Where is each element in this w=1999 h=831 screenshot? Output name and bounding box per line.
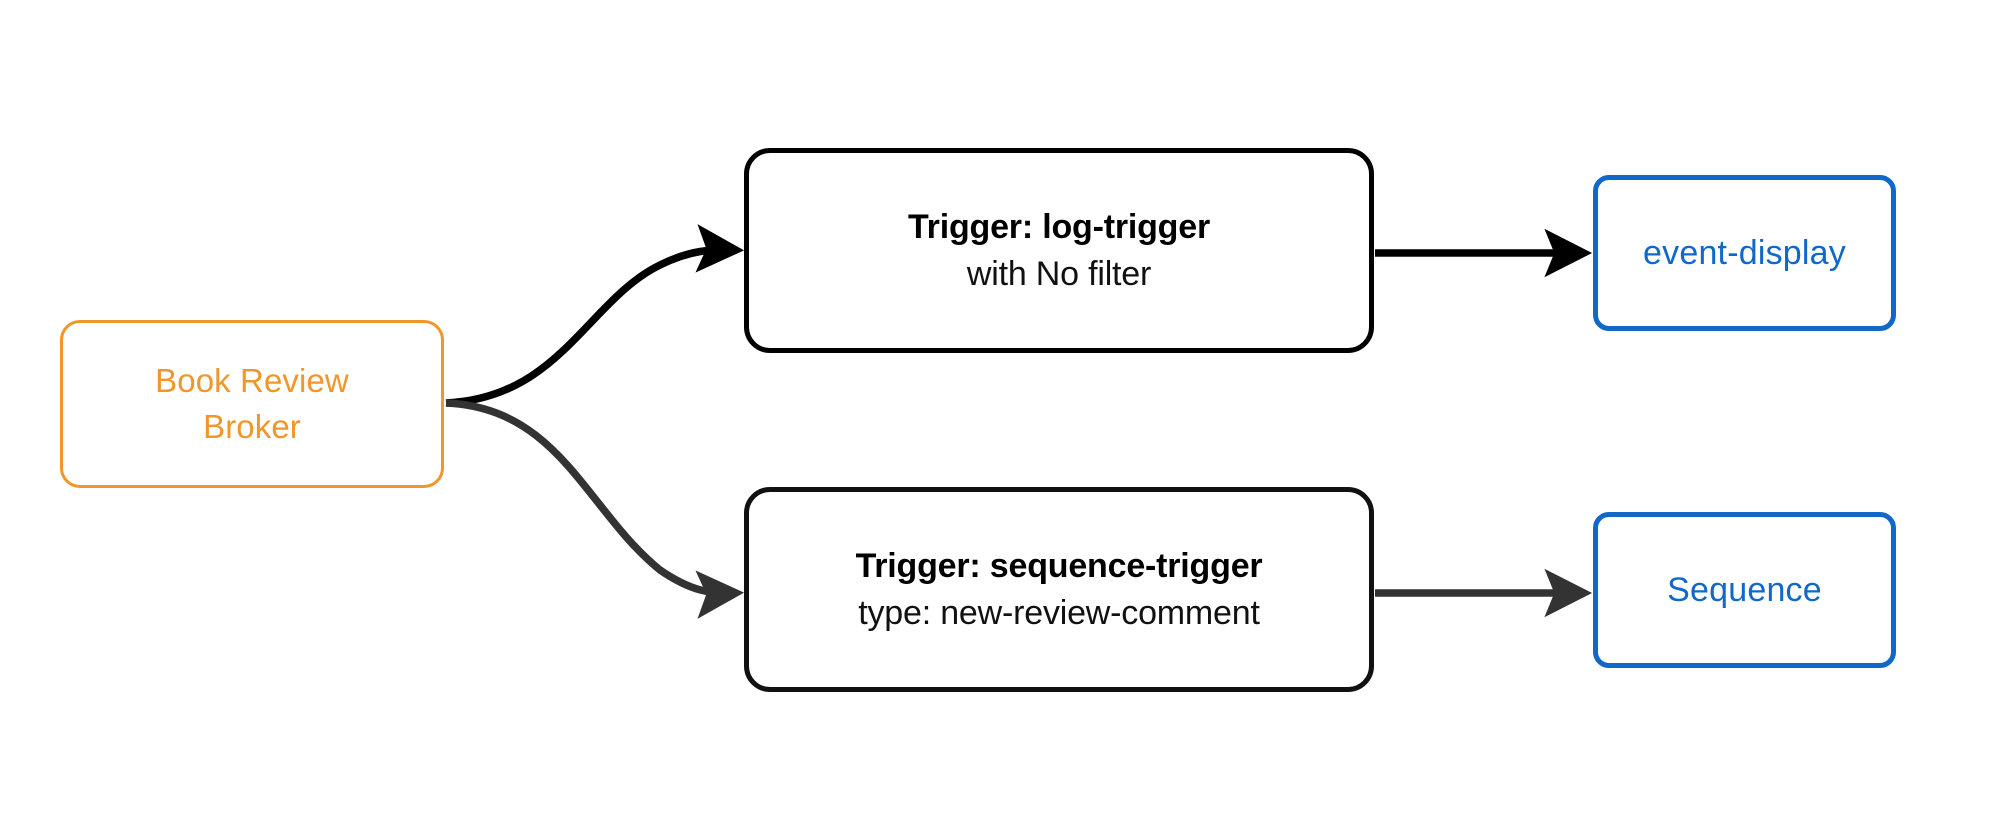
trigger-log-title: Trigger: log-trigger [907,207,1210,246]
edge-broker-to-log-trigger [445,224,745,407]
trigger-sequence-title: Trigger: sequence-trigger [855,546,1263,585]
node-trigger-sequence-trigger[interactable]: Trigger: sequence-trigger type: new-revi… [744,487,1374,692]
edge-broker-to-sequence-trigger [445,399,745,619]
node-sink-event-display[interactable]: event-display [1593,175,1896,331]
node-sink-sequence[interactable]: Sequence [1593,512,1896,668]
broker-label-line2: Broker [203,408,301,445]
trigger-sequence-subtitle: type: new-review-comment [858,593,1260,632]
sink-sequence-label: Sequence [1667,571,1822,609]
broker-label-line1: Book Review [155,362,349,399]
trigger-log-subtitle: with No filter [966,254,1152,293]
node-book-review-broker[interactable]: Book Review Broker [60,320,444,488]
node-trigger-log-trigger[interactable]: Trigger: log-trigger with No filter [744,148,1374,353]
sink-event-display-label: event-display [1643,234,1846,272]
